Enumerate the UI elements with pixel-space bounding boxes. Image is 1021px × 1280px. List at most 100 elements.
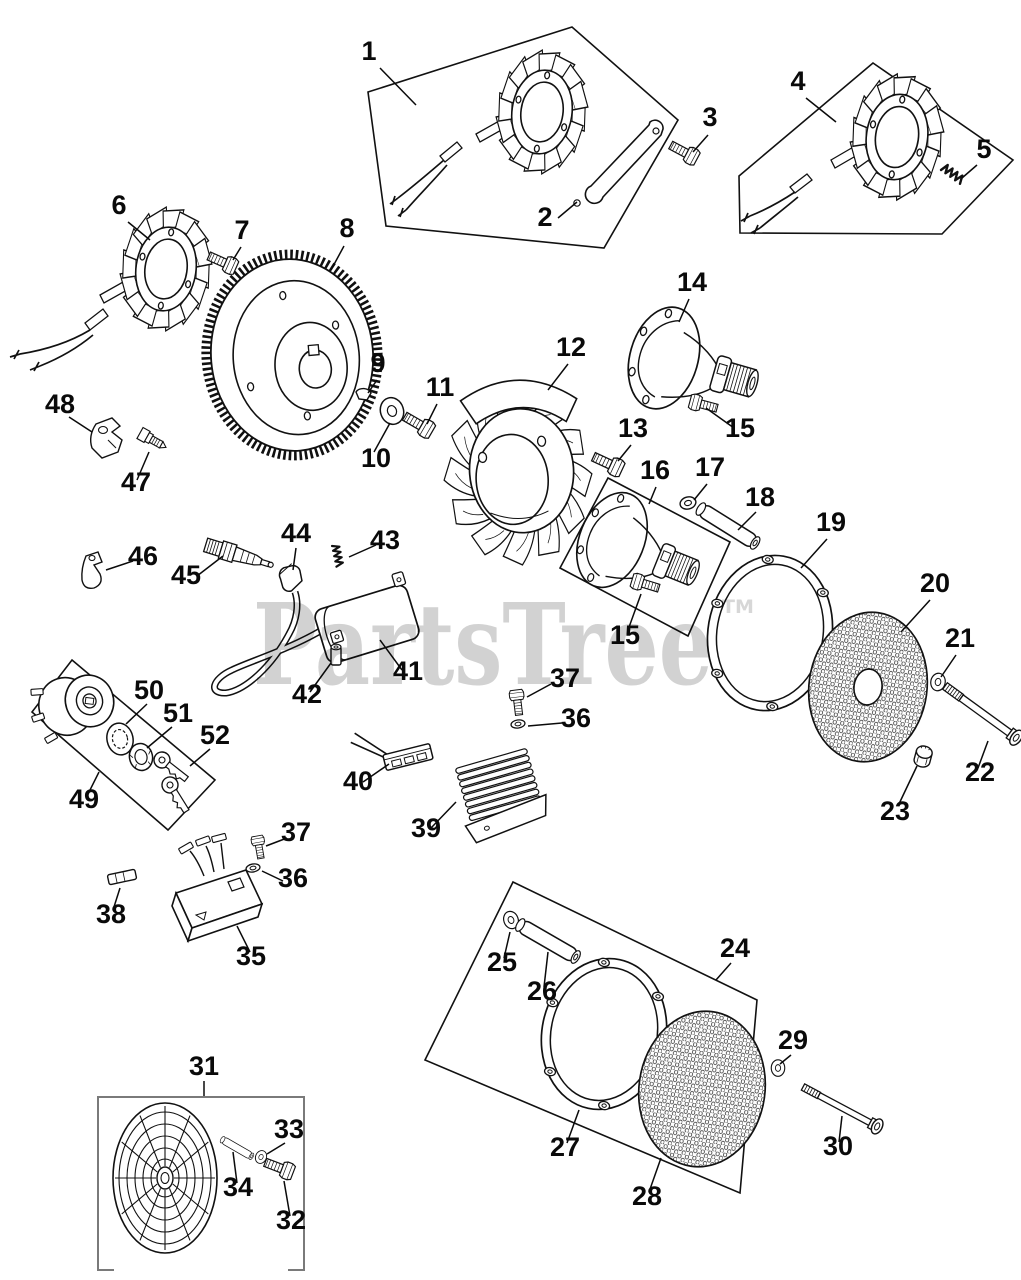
svg-text:37: 37 [281,817,311,847]
part-48-bracket [89,417,123,459]
callout-27: 27 [550,1109,580,1162]
svg-text:12: 12 [556,332,586,362]
svg-text:14: 14 [677,267,707,297]
svg-text:22: 22 [965,757,995,787]
svg-text:44: 44 [281,518,311,548]
callout-36b: 36 [261,863,308,893]
svg-text:46: 46 [128,541,158,571]
svg-text:15: 15 [725,413,755,443]
part-30-bolt [800,1083,884,1135]
svg-text:42: 42 [292,679,322,709]
svg-text:51: 51 [163,698,193,728]
box-stator-4 [738,61,1015,235]
callout-7: 7 [232,215,250,261]
callout-26: 26 [527,951,557,1006]
part-22-bolt [941,681,1021,746]
svg-text:27: 27 [550,1132,580,1162]
svg-text:25: 25 [487,947,517,977]
callout-4: 4 [790,66,837,123]
callout-25: 25 [487,931,517,977]
callout-36a: 36 [527,703,591,733]
callouts-layer: 1 2 3 4 5 6 7 8 9 10 11 12 13 14 15 15 1… [45,36,995,1235]
part-36-washer-a [510,719,526,729]
part-3-screw [666,136,702,168]
box-stator-1 [367,26,680,249]
svg-text:18: 18 [745,482,775,512]
svg-text:38: 38 [96,899,126,929]
part-36-washer-b [245,863,261,873]
svg-text:19: 19 [816,507,846,537]
callout-6: 6 [111,190,151,241]
callout-5: 5 [961,134,992,179]
callout-9: 9 [367,348,386,394]
part-10-washer [379,396,405,426]
svg-text:28: 28 [632,1181,662,1211]
part-41-ignition-coil [211,563,420,697]
part-50-washer [106,722,134,756]
group-boxes [30,26,1015,1271]
callout-20: 20 [900,568,950,633]
callout-47: 47 [121,451,151,497]
callout-33: 33 [266,1114,304,1155]
svg-text:17: 17 [695,452,725,482]
svg-text:1: 1 [361,36,376,66]
callout-48: 48 [45,389,93,433]
part-17-washer [679,496,697,510]
part-34-spacer [218,1135,256,1161]
part-49-key-switch [30,674,115,744]
part-39-rectifier-regulator [455,748,547,844]
box-hub-16 [558,476,732,638]
callout-44: 44 [281,518,311,571]
callout-18: 18 [737,482,775,531]
svg-text:23: 23 [880,796,910,826]
svg-text:35: 35 [236,941,266,971]
part-46-clip [81,551,103,590]
svg-text:50: 50 [134,675,164,705]
part-40-connector [350,732,434,771]
svg-text:20: 20 [920,568,950,598]
svg-text:43: 43 [370,525,400,555]
callout-30: 30 [823,1115,853,1161]
part-44-boot [278,563,303,593]
part-1-stator [389,44,596,218]
part-37-screw-b [250,834,268,860]
callout-15a: 15 [705,407,755,443]
part-13-screw [589,447,627,479]
part-47-screw [136,426,167,449]
part-2-bracket [573,119,664,207]
callout-49: 49 [69,771,100,814]
svg-text:30: 30 [823,1131,853,1161]
part-8-flywheel [201,249,383,461]
svg-text:3: 3 [702,102,717,132]
callout-1: 1 [361,36,417,106]
svg-text:2: 2 [537,202,552,232]
svg-text:39: 39 [411,813,441,843]
part-27-retainer-ring [540,956,668,1112]
svg-text:48: 48 [45,389,75,419]
part-28-screen [637,1010,767,1168]
part-35-ignition-module [171,832,264,944]
callout-14: 14 [677,267,707,323]
part-12-fan [441,379,595,567]
svg-text:4: 4 [790,66,805,96]
callout-29: 29 [778,1025,808,1065]
callout-52: 52 [189,720,230,767]
callout-23: 23 [880,765,918,826]
callout-39: 39 [411,801,457,843]
svg-text:45: 45 [171,560,201,590]
callout-10: 10 [361,422,391,473]
part-31-grille [112,1102,218,1254]
svg-text:10: 10 [361,443,391,473]
callout-42: 42 [292,662,332,709]
svg-text:21: 21 [945,623,975,653]
part-6-stator [9,201,220,372]
callout-17: 17 [693,452,725,501]
part-42-spacer [330,643,342,666]
svg-text:49: 49 [69,784,99,814]
part-5-spring [939,162,966,186]
svg-text:31: 31 [189,1051,219,1081]
svg-text:9: 9 [370,348,385,378]
watermark-brand: PartsTree [253,580,713,711]
box-screen-24 [423,880,758,1195]
